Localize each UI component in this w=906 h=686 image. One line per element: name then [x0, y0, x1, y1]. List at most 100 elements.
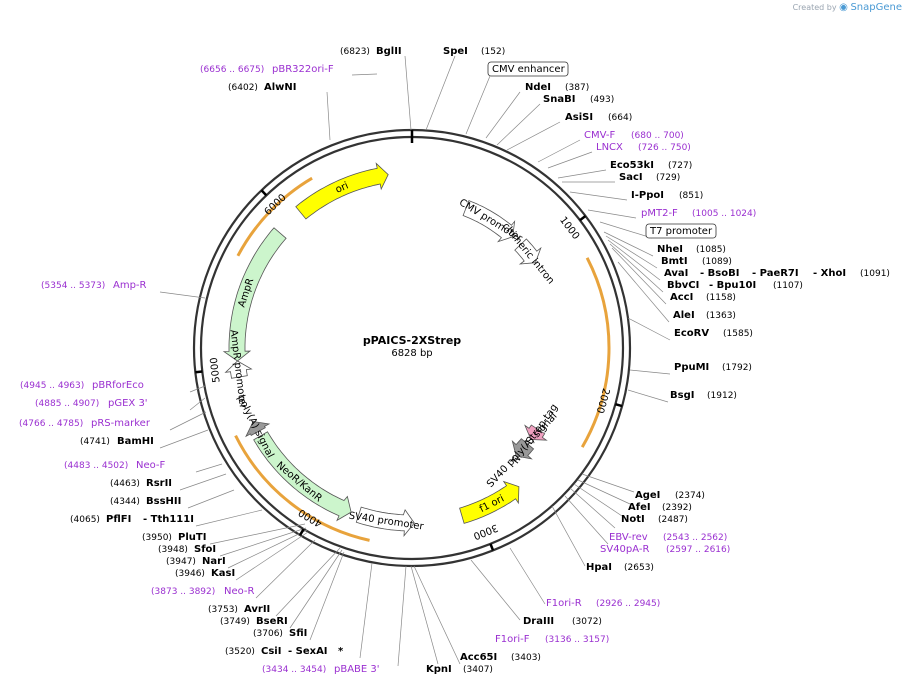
- site-label: - SexAI: [288, 646, 328, 657]
- position-label: (1585): [723, 329, 753, 339]
- primer-label: pBR322ori-F: [272, 64, 334, 75]
- snapgene-credit: Created by ◉ SnapGene: [793, 2, 902, 13]
- leader-line: [569, 191, 628, 201]
- leader-line: [581, 473, 635, 493]
- site-label: AsiSI: [565, 112, 593, 123]
- position-label: (851): [679, 191, 703, 201]
- site-label: SfiI: [289, 628, 307, 639]
- site-label: NheI: [657, 244, 683, 255]
- feature-f1-ori: [459, 480, 520, 524]
- tick-label: 2000: [594, 387, 611, 414]
- feature-neor-kanr: [253, 431, 352, 522]
- site-label: AleI: [673, 310, 695, 321]
- leader-line: [189, 385, 206, 393]
- tick-label: 5000: [209, 357, 223, 384]
- orf-arc: [236, 176, 313, 257]
- position-label: (1363): [706, 311, 736, 321]
- leader-line: [309, 551, 345, 641]
- primer-label: pGEX 3': [108, 398, 148, 409]
- leader-lines: [159, 55, 671, 667]
- position-label: (727): [668, 161, 692, 171]
- primer-label: LNCX: [596, 142, 623, 153]
- position-label: (3946): [175, 569, 205, 579]
- feature-label: SV40 poly(A) signal: [485, 411, 559, 490]
- site-label: - BsoBI: [700, 268, 739, 279]
- primer-label: (2597 .. 2616): [666, 545, 730, 555]
- site-label: HpaI: [586, 562, 612, 573]
- position-label: (4344): [110, 497, 140, 507]
- leader-line: [351, 73, 378, 76]
- position-label: (2374): [675, 491, 705, 501]
- credit-brand: SnapGene: [850, 2, 902, 13]
- tick-label: 4000: [297, 506, 324, 529]
- tick-mark: [260, 189, 268, 197]
- leader-line: [551, 505, 586, 567]
- primer-label: pRS-marker: [91, 418, 151, 429]
- site-label: RsrII: [146, 478, 172, 489]
- site-label: NarI: [202, 556, 226, 567]
- leader-line: [629, 369, 671, 375]
- leader-line: [359, 562, 373, 659]
- cmv-enhancer-box: [487, 61, 569, 77]
- feature-cmv-promoter: [462, 200, 516, 243]
- primer-label: pBRforEco: [92, 380, 144, 391]
- leader-line: [159, 429, 209, 449]
- feature-label: chimeric intron: [500, 221, 556, 286]
- site-label: AvrII: [244, 604, 270, 615]
- position-label: (3950): [142, 533, 172, 543]
- site-label: AlwNI: [264, 82, 297, 93]
- leader-line: [235, 531, 309, 581]
- tick-label: 3000: [472, 522, 500, 542]
- leader-line: [179, 473, 227, 491]
- feature-ampr-promoter: [224, 360, 253, 379]
- site-label: AccI: [670, 292, 693, 303]
- primer-label: EBV-rev: [609, 532, 648, 543]
- site-label: I-PpoI: [631, 190, 664, 201]
- primer-label: SV40pA-R: [600, 544, 649, 555]
- position-label: (664): [608, 113, 632, 123]
- site-label: SacI: [619, 172, 643, 183]
- site-label: PflFI: [106, 514, 131, 525]
- site-label: KasI: [211, 568, 235, 579]
- leader-line: [627, 317, 671, 341]
- position-label: (2653): [624, 563, 654, 573]
- primer-label: (726 .. 750): [638, 143, 691, 153]
- leader-line: [219, 527, 307, 557]
- leader-line: [289, 549, 343, 629]
- leader-line: [627, 389, 669, 403]
- leader-line: [209, 523, 306, 545]
- leader-line: [611, 247, 667, 305]
- site-label: Eco53kI: [610, 160, 654, 171]
- leader-line: [326, 91, 331, 141]
- primer-label: pBABE 3': [334, 664, 380, 675]
- leader-line: [587, 209, 637, 219]
- primer-label: Amp-R: [113, 280, 147, 291]
- position-label: (1089): [702, 257, 732, 267]
- position-label: (1792): [722, 363, 752, 373]
- site-label: BssHII: [146, 496, 181, 507]
- leader-line: [607, 239, 661, 281]
- tick-mark: [615, 402, 623, 408]
- primer-label: F1ori-R: [546, 598, 582, 609]
- primer-label: (2926 .. 2945): [596, 599, 660, 609]
- site-label: KpnI: [426, 664, 452, 675]
- feature-chimeric-intron: [514, 238, 542, 265]
- position-label: (3520): [225, 647, 255, 657]
- site-label: - XhoI: [813, 268, 846, 279]
- position-label: (2392): [662, 503, 692, 513]
- tick-mark: [298, 528, 305, 536]
- position-label: (1091): [860, 269, 890, 279]
- position-label: (1912): [707, 391, 737, 401]
- orf-arc: [234, 434, 370, 542]
- site-label: BsgI: [670, 390, 694, 401]
- site-label: PluTI: [178, 532, 206, 543]
- feature-twin-strep-tag: [524, 424, 548, 441]
- position-label: (729): [656, 173, 680, 183]
- position-label: (3753): [208, 605, 238, 615]
- site-label: - PaeR7I: [752, 268, 799, 279]
- primer-label: CMV-F: [584, 130, 615, 141]
- snapgene-logo-icon: ◉: [839, 2, 848, 13]
- site-label: NdeI: [525, 82, 551, 93]
